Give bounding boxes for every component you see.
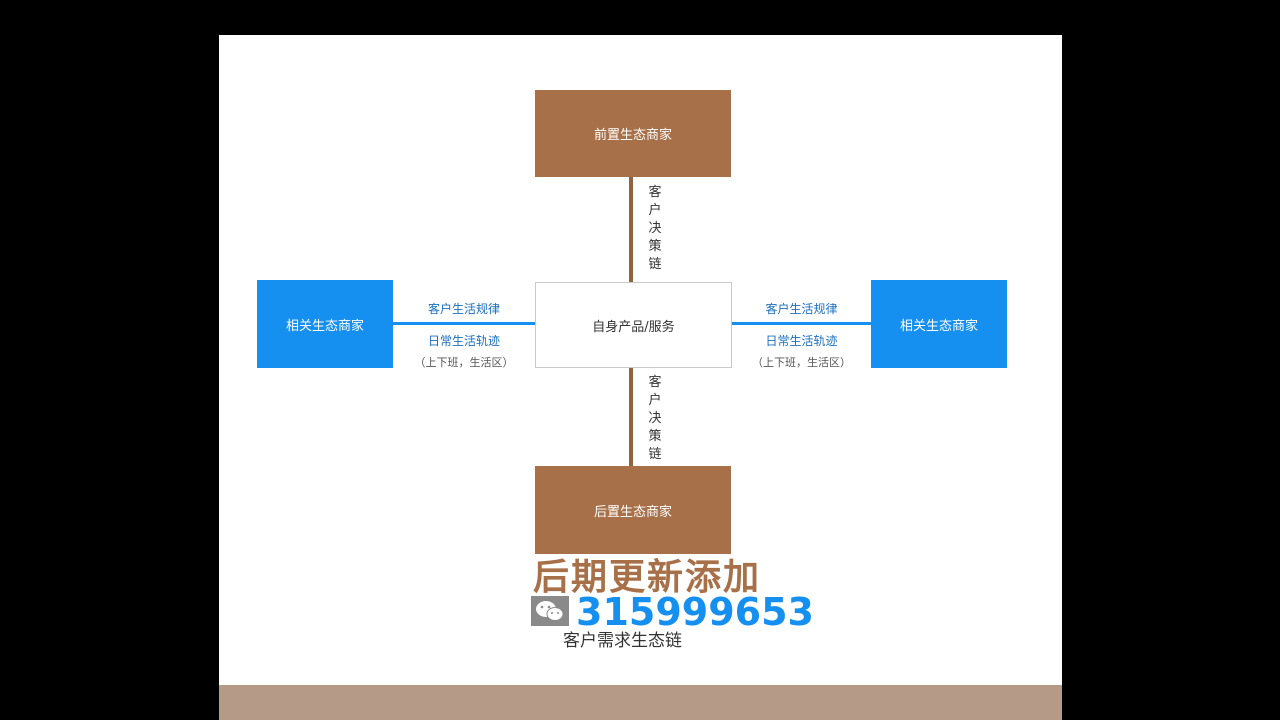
bottom-strip [219, 685, 1062, 720]
wechat-icon [531, 596, 569, 626]
edge-char: 客 [648, 375, 662, 390]
center-node-label: 自身产品/服务 [592, 319, 675, 335]
bottom-node-label: 后置生态商家 [593, 504, 672, 520]
right-node: 相关生态商家 [871, 280, 1007, 368]
edge-char: 户 [648, 203, 662, 218]
bottom-connector [629, 368, 633, 466]
edge-char: 户 [648, 393, 662, 408]
bottom-node: 后置生态商家 [535, 466, 731, 554]
right-edge-label-middle: 日常生活轨迹 [765, 334, 838, 348]
right-edge-label-top: 客户生活规律 [765, 302, 838, 316]
left-edge-label-bottom: （上下班，生活区） [414, 356, 514, 369]
left-node: 相关生态商家 [257, 280, 393, 368]
left-edge-label-top: 客户生活规律 [427, 302, 500, 316]
watermark-number: 315999653 [576, 590, 814, 634]
left-edge-label-middle: 日常生活轨迹 [427, 334, 500, 348]
edge-char: 决 [648, 221, 662, 236]
edge-char: 决 [648, 411, 662, 426]
edge-char: 链 [648, 447, 662, 462]
right-edge-label-bottom: （上下班，生活区） [752, 356, 851, 369]
edge-char: 策 [648, 429, 662, 444]
diagram-caption: 客户需求生态链 [563, 631, 682, 651]
edge-char: 客 [648, 185, 662, 200]
top-node-label: 前置生态商家 [593, 128, 672, 143]
edge-char: 策 [648, 239, 662, 254]
left-node-label: 相关生态商家 [285, 318, 364, 334]
right-node-label: 相关生态商家 [899, 318, 978, 334]
edge-char: 链 [648, 257, 662, 272]
right-connector [732, 322, 871, 325]
bottom-edge-label: 客 户 决 策 链 [645, 374, 665, 464]
left-connector [393, 322, 535, 325]
watermark-title: 后期更新添加 [533, 557, 762, 598]
top-edge-label: 客 户 决 策 链 [645, 184, 665, 274]
top-node: 前置生态商家 [535, 90, 731, 177]
top-connector [629, 177, 633, 282]
center-node: 自身产品/服务 [535, 282, 732, 368]
